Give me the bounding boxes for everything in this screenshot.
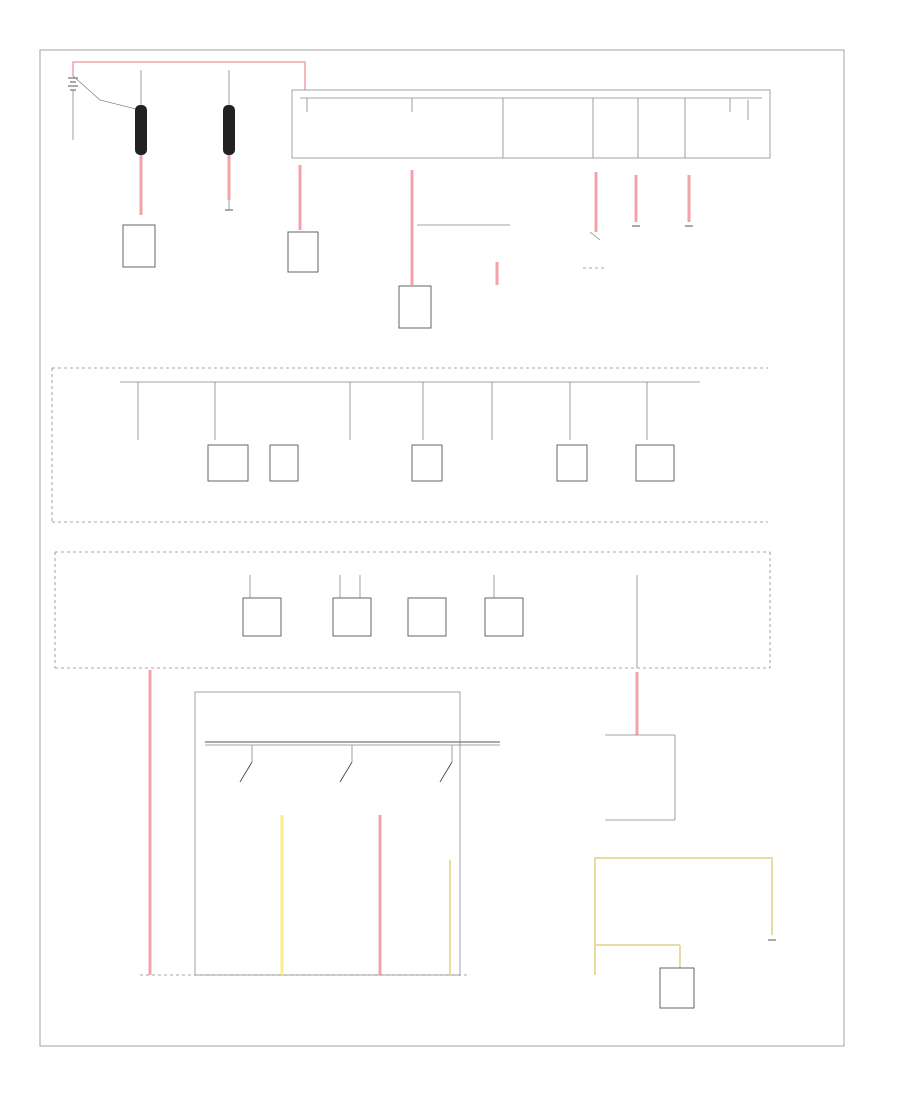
bottom-right-circuit <box>594 857 776 1009</box>
ip-relay-1 <box>242 597 282 637</box>
fusible-link-2 <box>223 70 235 211</box>
fuse-taps-top <box>300 97 762 158</box>
relay-1 <box>207 444 249 482</box>
relay-bus-taps <box>137 382 648 440</box>
battery-main-feed-wire <box>72 61 306 90</box>
module-bottom <box>659 967 695 1009</box>
underhood-fuse-box-top <box>291 89 771 159</box>
fusible-link-1 <box>135 70 147 215</box>
relay-row <box>207 444 675 482</box>
module-top-2 <box>398 285 432 329</box>
relay-4 <box>556 444 588 482</box>
generator <box>122 224 156 268</box>
underhood-relay-box <box>51 367 768 523</box>
relay-3 <box>411 444 443 482</box>
relay-2 <box>269 444 299 482</box>
module-top-1 <box>287 231 319 273</box>
instrument-panel-fuse-box <box>54 551 771 669</box>
battery-symbol <box>68 77 78 140</box>
ip-fuse-relays <box>242 575 638 668</box>
ip-relay-2 <box>332 597 372 637</box>
ignition-switch <box>194 691 500 976</box>
relay-5 <box>635 444 675 482</box>
ip-relay-4 <box>484 597 524 637</box>
diagram-border <box>39 49 845 1047</box>
data-link-connector <box>605 672 676 821</box>
ip-relay-3 <box>407 597 447 637</box>
